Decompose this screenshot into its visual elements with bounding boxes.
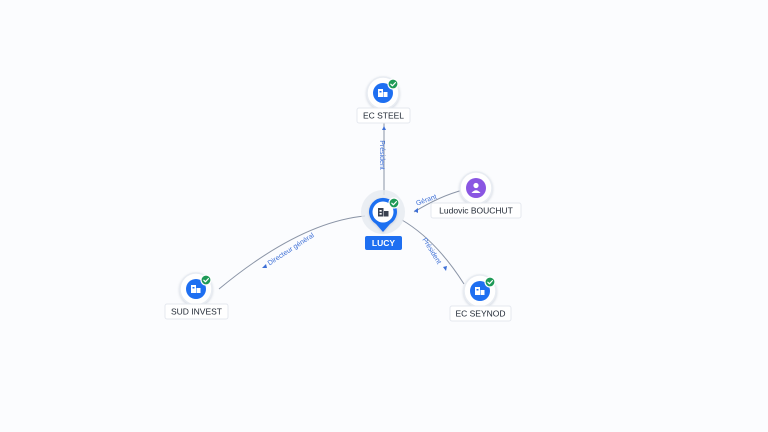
edge-label-ec-steel: Président [378, 140, 385, 170]
building-icon [191, 285, 201, 293]
verified-check-icon [387, 78, 399, 90]
node-label: EC STEEL [363, 111, 404, 121]
node-ec-seynod[interactable]: EC SEYNOD [449, 274, 512, 322]
edge-arrow [414, 208, 418, 213]
node-sud-invest[interactable]: SUD INVEST [164, 272, 229, 320]
building-icon [378, 89, 388, 97]
person-icon [471, 182, 481, 193]
node-center-lucy[interactable]: LUCY [361, 190, 405, 250]
building-icon [475, 287, 485, 295]
node-label: EC SEYNOD [455, 309, 505, 319]
edge-arrow [382, 126, 386, 130]
verified-check-icon [484, 276, 496, 288]
center-label: LUCY [372, 238, 395, 248]
edge-arrow [262, 264, 267, 268]
verified-check-icon [388, 197, 400, 209]
node-ec-steel[interactable]: EC STEEL [356, 76, 411, 124]
edge-ec-steel: Président [378, 121, 386, 196]
building-icon [378, 208, 389, 217]
node-label: SUD INVEST [171, 307, 222, 317]
edge-arrow [443, 266, 447, 271]
verified-check-icon [200, 274, 212, 286]
node-ludovic-bouchut[interactable]: Ludovic BOUCHUT [430, 171, 522, 219]
node-label: Ludovic BOUCHUT [439, 206, 513, 216]
edge-ec-seynod: Président [401, 219, 465, 285]
edge-sud-invest: Directeur général [218, 215, 366, 290]
